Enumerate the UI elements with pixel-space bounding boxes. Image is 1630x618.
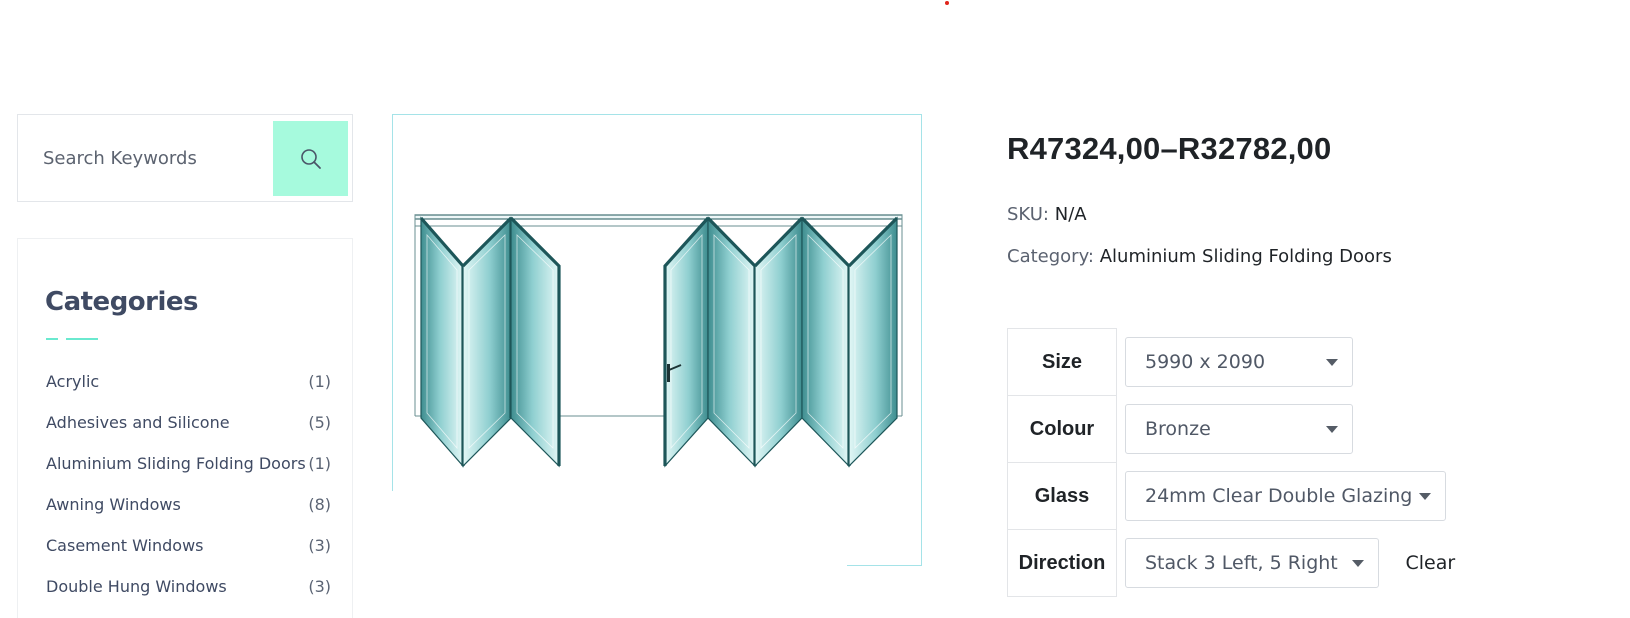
variation-row-glass: Glass 24mm Clear Double Glazing	[1007, 462, 1456, 530]
folding-door-image	[414, 214, 903, 468]
colour-select[interactable]: Bronze	[1125, 404, 1353, 454]
red-dot-marker	[945, 1, 949, 5]
product-image-frame[interactable]	[392, 114, 922, 566]
category-count: (1)	[308, 372, 331, 391]
category-item-acrylic[interactable]: Acrylic (1)	[46, 361, 331, 402]
title-underline	[46, 338, 98, 341]
chevron-down-icon	[1352, 560, 1364, 567]
category-label: Category:	[1007, 246, 1094, 267]
category-item-adhesives[interactable]: Adhesives and Silicone (5)	[46, 402, 331, 443]
variation-label: Glass	[1007, 462, 1117, 530]
category-count: (5)	[308, 413, 331, 432]
chevron-down-icon	[1419, 493, 1431, 500]
sku-value: N/A	[1054, 204, 1087, 225]
search-input[interactable]	[18, 115, 272, 201]
category-count: (1)	[308, 454, 331, 473]
clear-selection-link[interactable]: Clear	[1405, 552, 1456, 574]
category-name[interactable]: Adhesives and Silicone	[46, 413, 230, 432]
product-category: Category: Aluminium Sliding Folding Door…	[1007, 246, 1392, 267]
categories-title: Categories	[45, 287, 199, 317]
chevron-down-icon	[1326, 359, 1338, 366]
search-icon	[300, 148, 321, 169]
category-item-double-hung[interactable]: Double Hung Windows (3)	[46, 566, 331, 607]
colour-selected-value: Bronze	[1145, 418, 1211, 440]
size-selected-value: 5990 x 2090	[1145, 351, 1266, 373]
category-name[interactable]: Acrylic	[46, 372, 100, 391]
category-item-awning[interactable]: Awning Windows (8)	[46, 484, 331, 525]
variation-row-colour: Colour Bronze	[1007, 395, 1456, 463]
categories-widget: Categories Acrylic (1) Adhesives and Sil…	[17, 238, 353, 618]
category-name[interactable]: Awning Windows	[46, 495, 181, 514]
category-name[interactable]: Aluminium Sliding Folding Doors	[46, 454, 306, 473]
category-name[interactable]: Casement Windows	[46, 536, 204, 555]
category-count: (3)	[308, 577, 331, 596]
category-count: (8)	[308, 495, 331, 514]
chevron-down-icon	[1326, 426, 1338, 433]
direction-selected-value: Stack 3 Left, 5 Right	[1145, 552, 1338, 574]
variation-label: Colour	[1007, 395, 1117, 463]
variation-row-direction: Direction Stack 3 Left, 5 Right Clear	[1007, 529, 1456, 597]
variation-row-size: Size 5990 x 2090	[1007, 328, 1456, 396]
sku-label: SKU:	[1007, 204, 1049, 225]
category-list: Acrylic (1) Adhesives and Silicone (5) A…	[46, 361, 331, 607]
category-name[interactable]: Double Hung Windows	[46, 577, 227, 596]
glass-select[interactable]: 24mm Clear Double Glazing	[1125, 471, 1446, 521]
product-price: R47324,00–R32782,00	[1007, 131, 1332, 166]
category-link[interactable]: Aluminium Sliding Folding Doors	[1099, 246, 1392, 267]
product-sku: SKU: N/A	[1007, 204, 1087, 225]
search-widget	[17, 114, 353, 202]
category-item-aluminium-doors[interactable]: Aluminium Sliding Folding Doors (1)	[46, 443, 331, 484]
variations-table: Size 5990 x 2090 Colour Bronze Glass 24m…	[1007, 328, 1456, 597]
glass-selected-value: 24mm Clear Double Glazing	[1145, 485, 1413, 507]
variation-label: Direction	[1007, 529, 1117, 597]
category-count: (3)	[308, 536, 331, 555]
search-button[interactable]	[273, 121, 348, 196]
size-select[interactable]: 5990 x 2090	[1125, 337, 1353, 387]
direction-select[interactable]: Stack 3 Left, 5 Right	[1125, 538, 1379, 588]
category-item-casement[interactable]: Casement Windows (3)	[46, 525, 331, 566]
variation-label: Size	[1007, 328, 1117, 396]
